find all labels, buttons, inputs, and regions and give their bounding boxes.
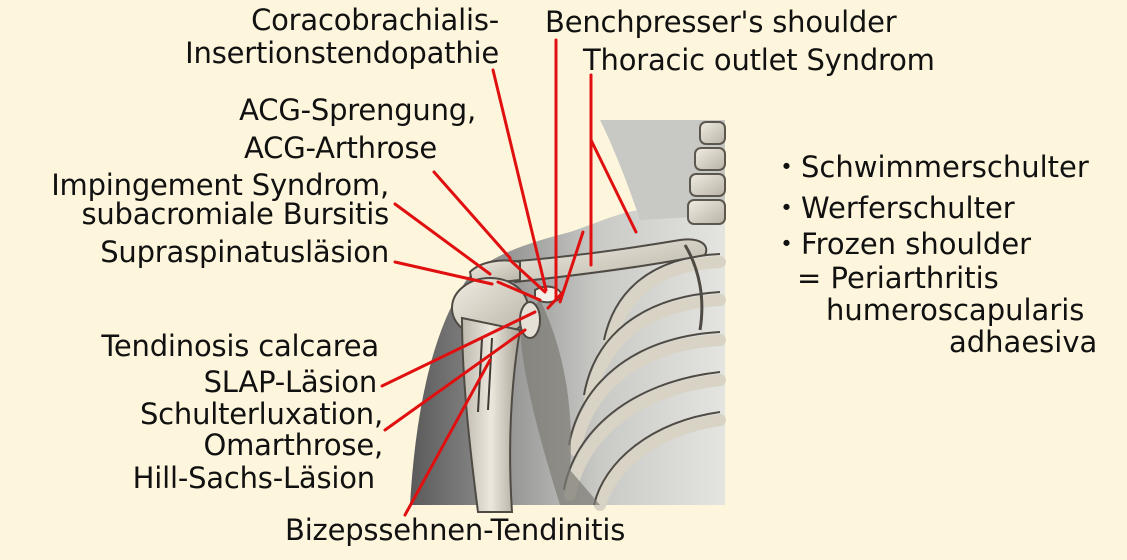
label-thoracic-outlet: Thoracic outlet Syndrom: [583, 43, 935, 77]
pointer-coracoid: [558, 230, 585, 304]
side-item-humeroscapularis: humeroscapularis: [826, 293, 1085, 327]
label-hill-sachs: Hill-Sachs-Läsion: [132, 461, 376, 495]
side-item-frozen-shoulder: ・Frozen shoulder: [772, 227, 1032, 261]
pointer-thoracic-branch: [589, 138, 638, 234]
scapula: [520, 300, 600, 505]
label-impingement-2: subacromiale Bursitis: [81, 197, 389, 231]
side-item-adhaesiva: adhaesiva: [949, 325, 1098, 359]
side-item-werferschulter: ・Werferschulter: [772, 191, 1015, 225]
label-slap: SLAP-Läsion: [203, 365, 378, 399]
label-acg-1: ACG-Sprengung,: [239, 93, 476, 127]
label-acg-2: ACG-Arthrose: [244, 131, 437, 165]
pointer-coracobrachialis: [491, 68, 548, 292]
pointer-impingement: [393, 202, 492, 276]
humerus-shaft: [460, 316, 522, 513]
label-tendinosis: Tendinosis calcarea: [101, 329, 379, 363]
pointer-head: [546, 290, 565, 310]
pointer-supraspinatus: [393, 260, 494, 286]
pointer-luxation: [383, 328, 527, 432]
pointer-acg: [432, 170, 512, 260]
pointer-bizeps: [403, 358, 492, 517]
label-bizepssehnen: Bizepssehnen-Tendinitis: [285, 513, 626, 547]
side-item-schwimmerschulter: ・Schwimmerschulter: [772, 150, 1089, 184]
label-omarthrose: Omarthrose,: [203, 428, 383, 462]
label-coracobrachialis-2: Insertionstendopathie: [185, 36, 499, 70]
bicipital-groove: [477, 337, 493, 413]
label-supraspinatus: Supraspinatusläsion: [100, 235, 389, 269]
pointer-ac-inner: [508, 258, 547, 294]
label-coracobrachialis-1: Coracobrachialis-: [251, 3, 499, 37]
sternum: [683, 244, 704, 331]
pointer-ss-tendon: [496, 280, 542, 302]
cervical-spine: [687, 121, 726, 225]
label-schulterluxation: Schulterluxation,: [139, 397, 383, 431]
pointer-slap: [380, 310, 537, 388]
label-impingement-1: Impingement Syndrom,: [51, 168, 389, 202]
side-item-periarthritis: = Periarthritis: [797, 261, 999, 295]
ribcage: [564, 256, 726, 511]
label-benchpresser: Benchpresser's shoulder: [545, 5, 897, 39]
